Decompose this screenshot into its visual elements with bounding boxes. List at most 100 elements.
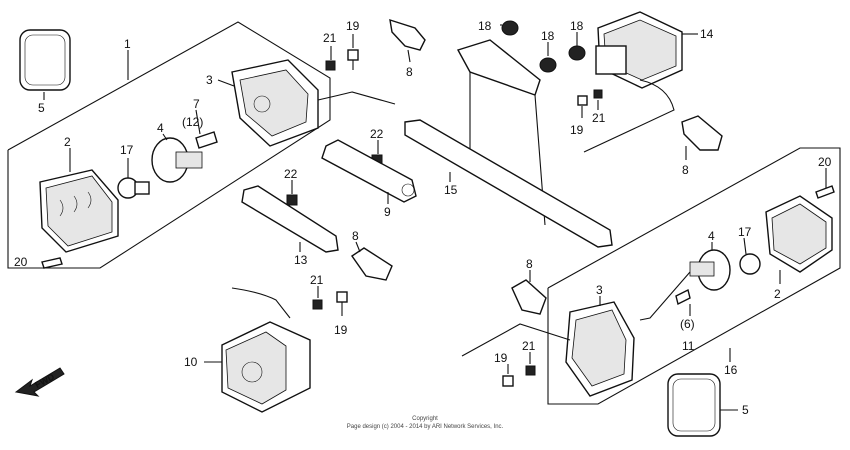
socket-right-stem: [689, 261, 715, 277]
callout-3-right: 3: [596, 283, 603, 297]
wire-lamp-14: [583, 79, 675, 153]
bulb-right[interactable]: [739, 253, 761, 275]
callout-1: 1: [124, 37, 131, 51]
callout-8-right: 8: [682, 163, 689, 177]
callout-17-right: 17: [738, 225, 752, 239]
screw-6[interactable]: [675, 288, 691, 306]
callout-21-mid: 21: [310, 273, 324, 287]
lamp-10-center: [241, 361, 263, 383]
callout-18-b: 18: [541, 29, 555, 43]
callout-20-right: 20: [818, 155, 832, 169]
callout-21-right: 21: [592, 111, 606, 125]
left-turn-signal-assembly: [7, 21, 396, 269]
callout-15: 15: [444, 183, 458, 197]
callout-22-lower: 22: [284, 167, 298, 181]
callout-14: 14: [700, 27, 714, 41]
callout-22-upper: 22: [370, 127, 384, 141]
callout-18-c: 18: [570, 19, 584, 33]
leader-17-right: [743, 237, 747, 255]
wire-left: [317, 91, 396, 105]
callout-10: 10: [184, 355, 198, 369]
callout-6: (6): [680, 317, 695, 331]
socket-left-stem: [175, 151, 203, 169]
right-turn-signal-assembly: [461, 147, 841, 437]
callout-11: 11: [682, 339, 695, 353]
front-lamp-10[interactable]: [204, 287, 311, 413]
callout-19-mid: 19: [334, 323, 348, 337]
lamp-10-lens: [225, 331, 287, 405]
callout-4-right: 4: [708, 229, 715, 243]
bracket-15-top[interactable]: [456, 39, 541, 96]
callout-12: (12): [182, 115, 203, 129]
callout-19-low: 19: [494, 351, 508, 365]
bolt-22-lower[interactable]: [286, 194, 298, 206]
callout-18-a: 18: [478, 19, 492, 33]
callout-8-low: 8: [526, 257, 533, 271]
center-hardware: [241, 18, 613, 316]
nut-21-right[interactable]: [593, 89, 603, 99]
callout-9: 9: [384, 205, 391, 219]
nut-21-top[interactable]: [325, 60, 336, 71]
clamp-8-mid[interactable]: [351, 247, 393, 281]
nut-21-mid[interactable]: [312, 299, 323, 310]
bolt-19-right[interactable]: [577, 95, 588, 106]
callout-8-top: 8: [406, 65, 413, 79]
callout-19-right: 19: [570, 123, 584, 137]
lamp-14-mount: [595, 45, 627, 75]
lamp-14[interactable]: [577, 11, 698, 153]
callout-17-left: 17: [120, 143, 134, 157]
bolt-19-low[interactable]: [502, 375, 514, 387]
gasket-right-inner: [672, 378, 716, 432]
gasket-left[interactable]: [19, 29, 71, 91]
callout-7: 7: [193, 97, 200, 111]
stay-9[interactable]: [321, 139, 417, 203]
screw-20-left[interactable]: [41, 257, 63, 269]
gasket-right[interactable]: [667, 373, 721, 437]
bracket-15-bar[interactable]: [404, 119, 613, 248]
bolt-19-top[interactable]: [347, 49, 359, 61]
housing-left-hole: [253, 95, 271, 113]
leader-4-left: [162, 133, 168, 141]
bolt-19-mid[interactable]: [336, 291, 348, 303]
callout-21-low: 21: [522, 339, 536, 353]
screw-7[interactable]: [195, 131, 218, 149]
callout-3-left: 3: [206, 73, 213, 87]
callout-5-right: 5: [742, 403, 749, 417]
fwd-arrow: FWD: [14, 367, 65, 397]
callout-19-top: 19: [346, 19, 360, 33]
lens-right-face: [771, 203, 827, 265]
callout-labels: 1 2 2 3 3 4 4 5 5 (6) 7 8 8 8 8 9 10 11 …: [14, 19, 832, 417]
callout-20-left: 20: [14, 255, 28, 269]
group-16-boundary: [547, 147, 841, 405]
wire-right-housing: [461, 323, 571, 357]
leader-3-left: [217, 79, 235, 87]
housing-left-inner: [239, 69, 309, 137]
gasket-left-inner: [24, 34, 66, 86]
grommet-18-b[interactable]: [539, 57, 557, 73]
stay-9-hole: [401, 183, 415, 197]
callout-13: 13: [294, 253, 308, 267]
copyright-line1: Copyright: [412, 416, 438, 422]
wire-right: [639, 271, 691, 321]
nut-21-low[interactable]: [525, 365, 536, 376]
grommet-18-a[interactable]: [501, 20, 519, 36]
callout-2-left: 2: [64, 135, 71, 149]
stay-13[interactable]: [241, 185, 339, 253]
leader-7: [195, 109, 201, 135]
bulb-left-base: [134, 181, 150, 195]
screw-20-right[interactable]: [815, 185, 835, 199]
grommet-18-c[interactable]: [568, 45, 586, 61]
clamp-8-right[interactable]: [681, 115, 723, 151]
clamp-8-low[interactable]: [511, 279, 547, 315]
callout-4-left: 4: [157, 121, 164, 135]
group-1-boundary: [7, 21, 331, 269]
callout-16: 16: [724, 363, 738, 377]
copyright-line2: Page design (c) 2004 - 2014 by ARI Netwo…: [347, 424, 504, 430]
leader-8-mid: [355, 241, 361, 253]
fwd-arrow-icon: [14, 367, 65, 397]
lens-left-ribs: [59, 191, 92, 217]
clamp-8-top[interactable]: [389, 18, 426, 51]
callout-8-mid: 8: [352, 229, 359, 243]
callout-21-top: 21: [323, 31, 337, 45]
